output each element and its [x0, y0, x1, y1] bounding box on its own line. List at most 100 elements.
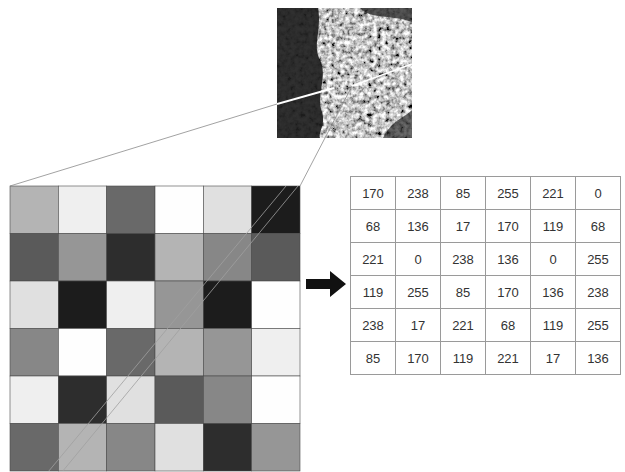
- dark-region: [360, 8, 412, 22]
- zoom-line: [48, 186, 286, 471]
- table-cell: 68: [350, 209, 396, 243]
- pixel-cell: [155, 424, 203, 472]
- table-cell: 136: [530, 275, 576, 309]
- pixel-value: 17: [456, 219, 470, 234]
- zoom-line: [277, 88, 334, 104]
- pixel-value: 170: [497, 219, 519, 234]
- pixel-cell: [107, 234, 155, 282]
- pixel-value: 17: [546, 351, 560, 366]
- pixel-cell: [203, 186, 251, 234]
- pixel-cell: [58, 234, 106, 282]
- table-cell: 17: [530, 341, 576, 375]
- pixel-value: 0: [549, 252, 556, 267]
- pixel-value: 68: [591, 219, 605, 234]
- table-cell: 255: [575, 308, 621, 342]
- pixel-cell: [203, 234, 251, 282]
- table-cell: 136: [575, 341, 621, 375]
- zoom-line: [10, 104, 277, 186]
- zoom-line: [62, 186, 298, 471]
- pixel-cell: [252, 186, 300, 234]
- pixel-value: 221: [452, 318, 474, 333]
- table-cell: 119: [350, 275, 396, 309]
- pixel-value: 238: [362, 318, 384, 333]
- pixel-cell: [155, 186, 203, 234]
- pixel-value: 221: [497, 351, 519, 366]
- pixel-value: 68: [501, 318, 515, 333]
- table-cell: 119: [530, 308, 576, 342]
- table-cell: 85: [440, 275, 486, 309]
- pixel-value: 238: [587, 285, 609, 300]
- table-cell: 85: [350, 341, 396, 375]
- pixel-value: 17: [411, 318, 425, 333]
- table-cell: 238: [350, 308, 396, 342]
- photo-ground: [277, 8, 412, 138]
- table-cell: 0: [530, 242, 576, 276]
- zoom-window: [334, 80, 352, 96]
- table-cell: 85: [440, 176, 486, 210]
- table-cell: 238: [440, 242, 486, 276]
- pixel-value: 221: [362, 252, 384, 267]
- photo-texture: [277, 8, 412, 138]
- pixel-value: 136: [542, 285, 564, 300]
- pixel-value: 136: [497, 252, 519, 267]
- pixel-value: 85: [366, 351, 380, 366]
- table-cell: 238: [575, 275, 621, 309]
- table-cell: 170: [485, 209, 531, 243]
- pixel-cell: [252, 329, 300, 377]
- pixel-value: 221: [542, 186, 564, 201]
- pixel-cell: [155, 281, 203, 329]
- table-cell: 170: [350, 176, 396, 210]
- table-cell: 255: [485, 176, 531, 210]
- pixel-cell: [107, 376, 155, 424]
- pixel-cell: [203, 329, 251, 377]
- zoom-line: [300, 86, 352, 186]
- table-cell: 17: [395, 308, 441, 342]
- pixel-cell: [58, 329, 106, 377]
- table-cell: 119: [530, 209, 576, 243]
- aerial-photo: [277, 8, 412, 138]
- pixel-cell: [155, 329, 203, 377]
- arrow-symbol: [306, 271, 346, 297]
- pixel-cell: [107, 281, 155, 329]
- pixel-cell: [252, 281, 300, 329]
- pixel-value: 136: [587, 351, 609, 366]
- table-cell: 255: [395, 275, 441, 309]
- pixel-cell: [252, 234, 300, 282]
- table-cell: 136: [395, 209, 441, 243]
- zoom-lines: [10, 86, 352, 472]
- table-cell: 238: [395, 176, 441, 210]
- pixel-value: 255: [497, 186, 519, 201]
- pixel-value: 255: [587, 318, 609, 333]
- pixel-cell: [10, 281, 58, 329]
- pixel-value: 119: [543, 318, 564, 333]
- pixel-cell: [58, 186, 106, 234]
- pixel-value: 136: [407, 219, 429, 234]
- table-cell: 221: [350, 242, 396, 276]
- table-cell: 221: [530, 176, 576, 210]
- pixel-cell: [155, 234, 203, 282]
- table-cell: 255: [575, 242, 621, 276]
- dark-region: [383, 110, 412, 138]
- pixel-value: 238: [407, 186, 429, 201]
- pixel-cell: [203, 424, 251, 472]
- pixel-cell: [10, 329, 58, 377]
- pixel-cell: [107, 424, 155, 472]
- zoom-lines-over-grid: [48, 186, 298, 471]
- pixel-cell: [10, 424, 58, 472]
- table-cell: 170: [485, 275, 531, 309]
- table-cell: 68: [575, 209, 621, 243]
- table-cell: 17: [440, 209, 486, 243]
- table-cell: 221: [440, 308, 486, 342]
- table-cell: 68: [485, 308, 531, 342]
- table-cell: 170: [395, 341, 441, 375]
- pixel-cell: [10, 186, 58, 234]
- pixel-value: 255: [407, 285, 429, 300]
- pixel-value: 68: [366, 219, 380, 234]
- pixel-cell: [107, 186, 155, 234]
- table-cell: 0: [575, 176, 621, 210]
- pixel-value: 85: [456, 285, 470, 300]
- table-cell: 136: [485, 242, 531, 276]
- value-table: 1702388525522106813617170119682210238136…: [350, 176, 621, 375]
- pixel-cell: [203, 281, 251, 329]
- pixel-cell: [10, 234, 58, 282]
